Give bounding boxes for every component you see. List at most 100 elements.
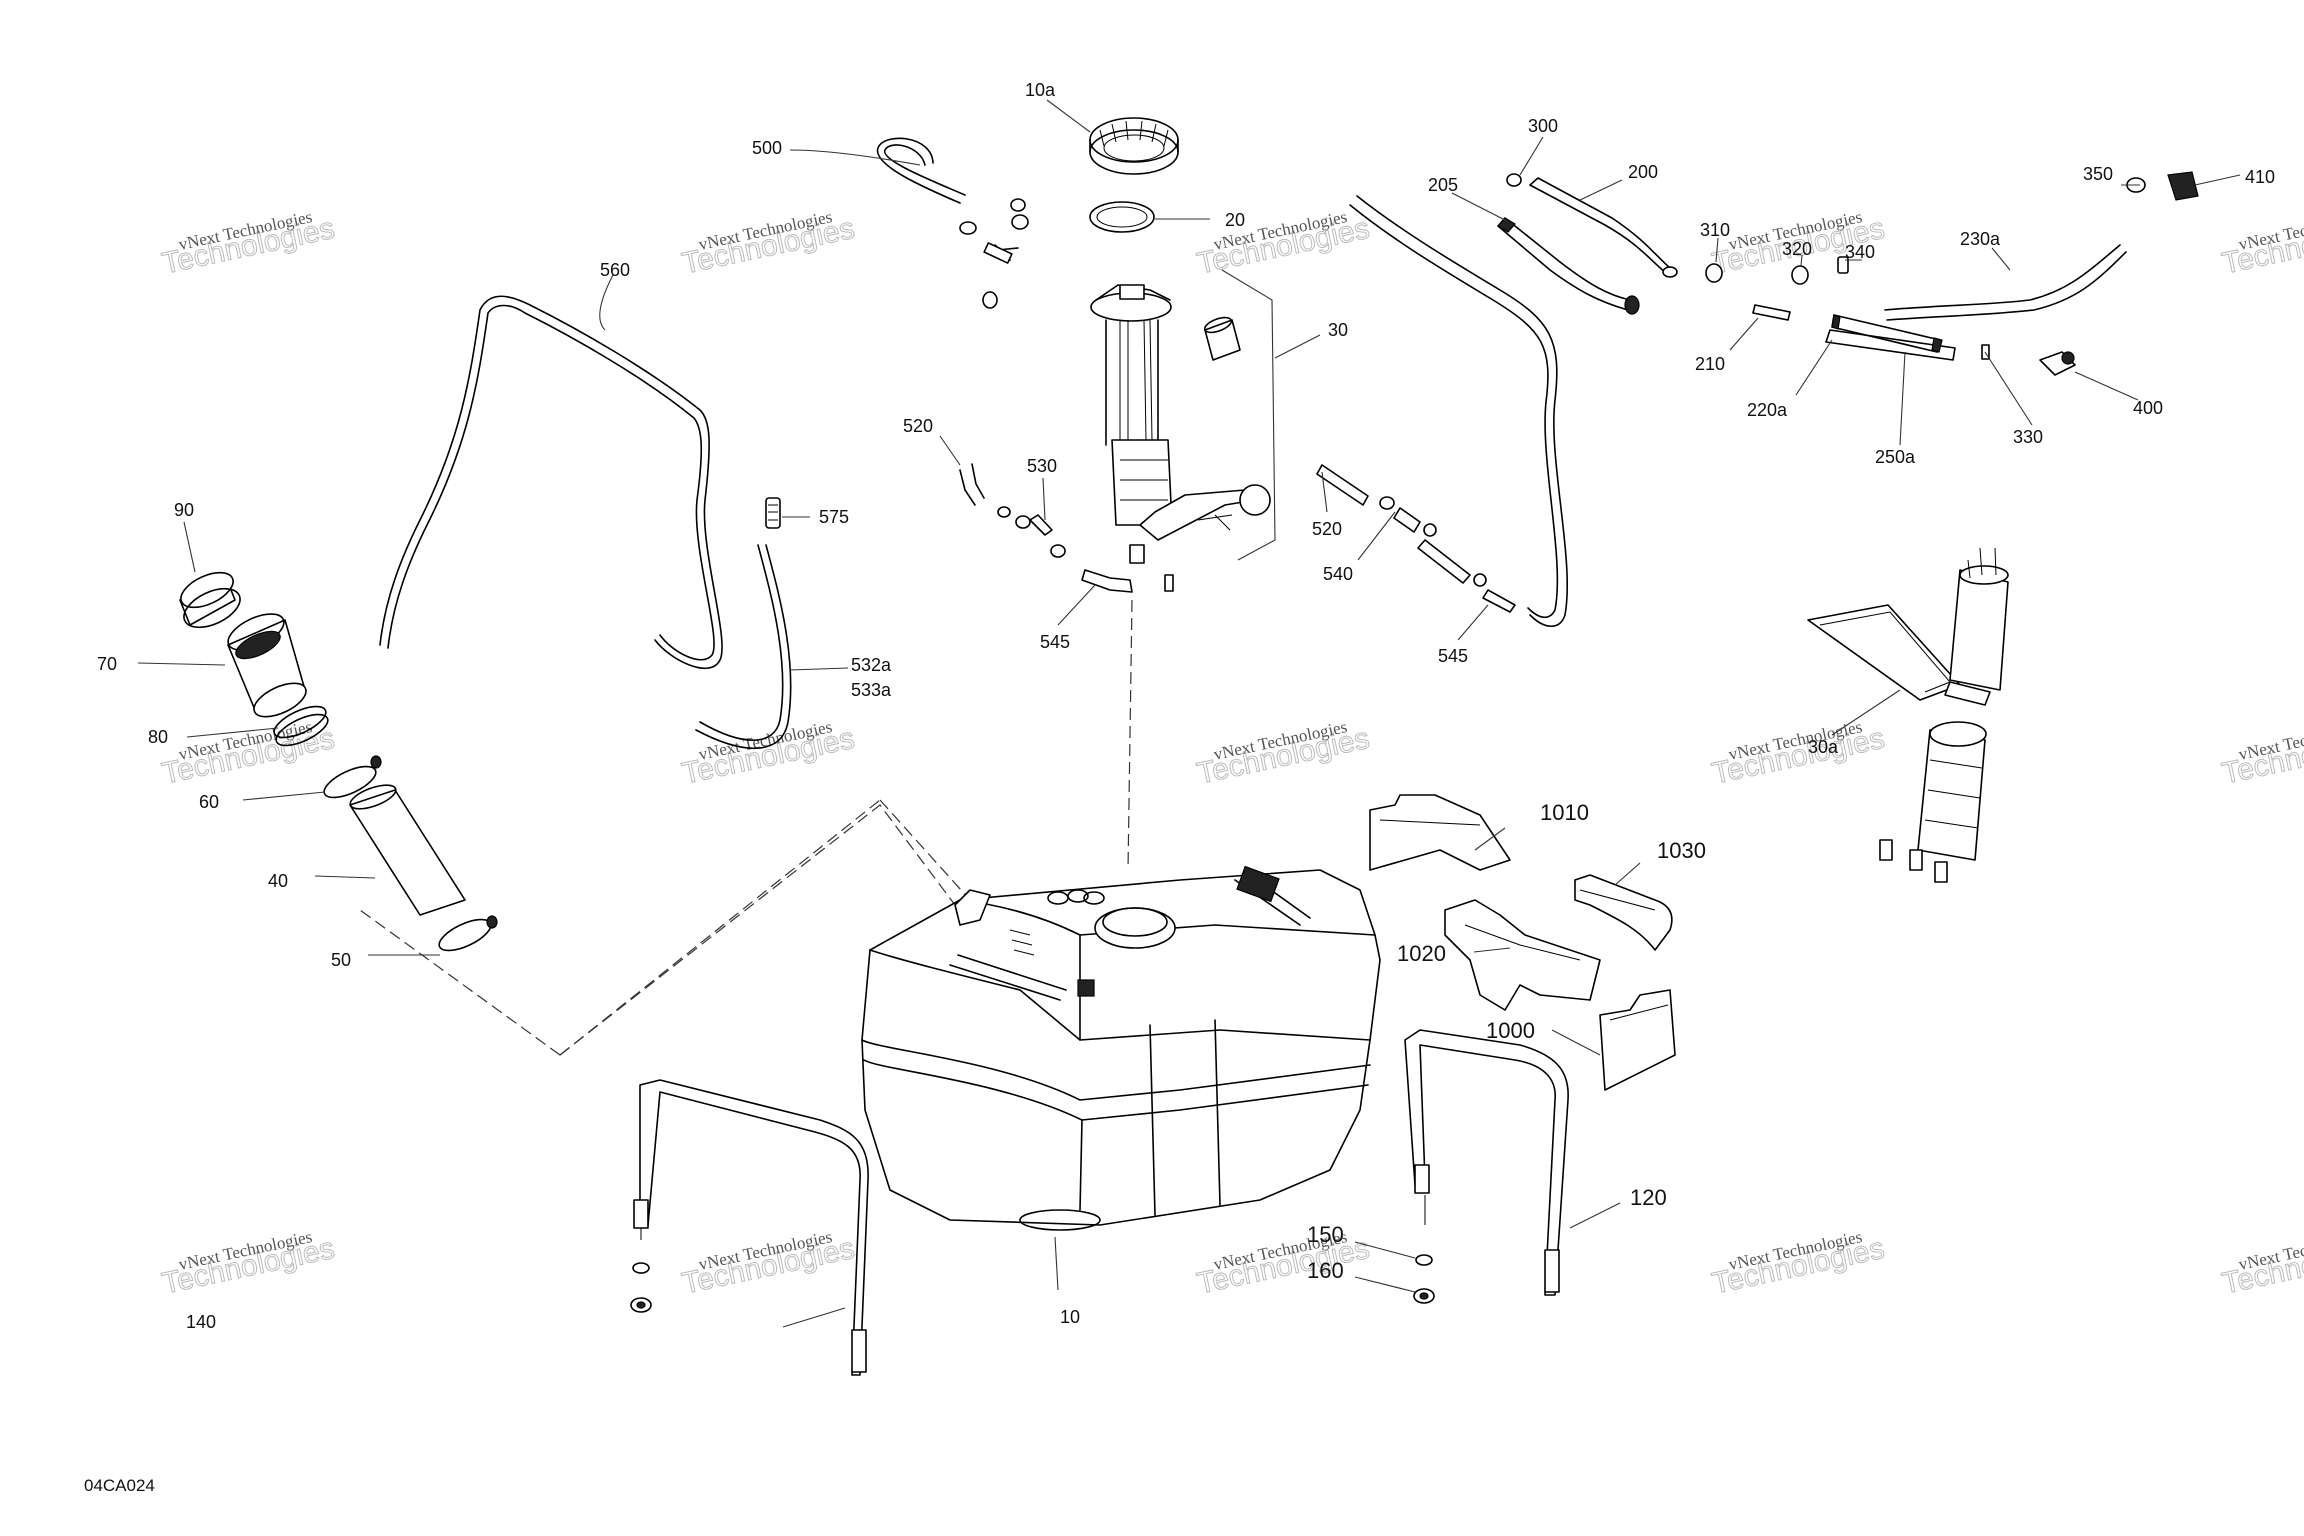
callout-160: 160 bbox=[1307, 1258, 1344, 1283]
part-fuel-pump-assembly[interactable] bbox=[1807, 547, 2009, 883]
part-clamp-60[interactable] bbox=[320, 755, 382, 804]
callout-120: 120 bbox=[1630, 1185, 1667, 1210]
callout-533a: 533a bbox=[851, 680, 892, 700]
watermark: Technologies vNext Technologies bbox=[1709, 1227, 1888, 1301]
callout-labels: 10a 500 20 300 200 205 350 410 310 320 3… bbox=[97, 80, 2275, 1332]
part-heat-shield-1000[interactable] bbox=[1599, 989, 1676, 1091]
part-hose-220a[interactable] bbox=[1825, 329, 1956, 361]
callout-220a: 220a bbox=[1747, 400, 1788, 420]
callout-545-left: 545 bbox=[1040, 632, 1070, 652]
part-hose-500[interactable] bbox=[876, 137, 966, 204]
callout-30a: 30a bbox=[1808, 737, 1839, 757]
watermark: Technologies vNext Technologies bbox=[1194, 717, 1373, 791]
part-hose-520-left[interactable] bbox=[959, 463, 1066, 558]
part-hose-250a[interactable] bbox=[1831, 314, 1943, 353]
part-hose-520-right[interactable] bbox=[1316, 464, 1516, 613]
figure-id: 04CA024 bbox=[84, 1476, 155, 1495]
watermark: Technologies vNext Technologies bbox=[159, 1227, 338, 1301]
part-hose-545-left[interactable] bbox=[1081, 569, 1174, 593]
callout-150: 150 bbox=[1307, 1222, 1344, 1247]
callout-350: 350 bbox=[2083, 164, 2113, 184]
part-strap-right[interactable] bbox=[1404, 1029, 1569, 1304]
part-clamp-320[interactable] bbox=[1791, 265, 1809, 285]
part-filler-hose[interactable] bbox=[347, 780, 466, 916]
callout-520-right: 520 bbox=[1312, 519, 1342, 539]
callout-140: 140 bbox=[186, 1312, 216, 1332]
part-clamp-300[interactable] bbox=[1506, 173, 1522, 187]
part-elbow-400[interactable] bbox=[2039, 351, 2076, 376]
callout-520-left: 520 bbox=[903, 416, 933, 436]
part-fuel-tank[interactable] bbox=[861, 865, 1381, 1231]
callout-532a: 532a bbox=[851, 655, 892, 675]
part-hose-560[interactable] bbox=[379, 295, 723, 670]
leader-lines bbox=[137, 99, 2241, 1328]
watermark: Technologies vNext Technologies bbox=[1194, 207, 1373, 281]
part-fitting-575[interactable] bbox=[765, 497, 781, 529]
callout-540: 540 bbox=[1323, 564, 1353, 584]
callout-90: 90 bbox=[174, 500, 194, 520]
watermark: Technologies vNext Technologies bbox=[679, 1227, 858, 1301]
part-hose-205[interactable] bbox=[1497, 217, 1640, 315]
part-filter-sleeve[interactable] bbox=[1203, 315, 1241, 361]
alignment-line-filler-2 bbox=[559, 804, 956, 1056]
part-filler-neck[interactable] bbox=[223, 607, 311, 724]
part-hose-200[interactable] bbox=[1529, 177, 1678, 278]
part-heat-shield-1020[interactable] bbox=[1444, 899, 1601, 1011]
callout-60: 60 bbox=[199, 792, 219, 812]
callout-1030: 1030 bbox=[1657, 838, 1706, 863]
callout-40: 40 bbox=[268, 871, 288, 891]
watermark: Technologies vNext Technologies bbox=[1194, 1227, 1373, 1301]
part-strap-left[interactable] bbox=[630, 1079, 869, 1376]
callout-80: 80 bbox=[148, 727, 168, 747]
part-hose-532a[interactable] bbox=[695, 544, 792, 749]
part-fitting-210[interactable] bbox=[1752, 304, 1791, 321]
part-hose-clamp-80[interactable] bbox=[270, 700, 332, 752]
callout-230a: 230a bbox=[1960, 229, 2001, 249]
part-fittings-upper[interactable] bbox=[959, 198, 1029, 309]
part-hose-230a[interactable] bbox=[1884, 244, 2127, 321]
part-filler-cap[interactable] bbox=[176, 565, 246, 635]
watermark: Technologies vNext Technologies bbox=[1709, 717, 1888, 791]
callout-545-right: 545 bbox=[1438, 646, 1468, 666]
callout-1020: 1020 bbox=[1397, 941, 1446, 966]
callout-410: 410 bbox=[2245, 167, 2275, 187]
callout-30: 30 bbox=[1328, 320, 1348, 340]
watermark: Technologies vNext Technologies bbox=[159, 207, 338, 281]
watermark: Technologies vNext Technologies bbox=[679, 207, 858, 281]
part-heat-shield-1010[interactable] bbox=[1369, 794, 1511, 871]
leader-30-bracket bbox=[1221, 269, 1276, 561]
part-clamp-50[interactable] bbox=[435, 913, 498, 957]
callout-20: 20 bbox=[1225, 210, 1245, 230]
alignment-line-pump bbox=[1127, 599, 1133, 871]
callout-200: 200 bbox=[1628, 162, 1658, 182]
callout-300: 300 bbox=[1528, 116, 1558, 136]
callout-400: 400 bbox=[2133, 398, 2163, 418]
part-fuel-pump-module[interactable] bbox=[1090, 284, 1271, 564]
alignment-line-filler bbox=[359, 799, 971, 1056]
part-lock-ring[interactable] bbox=[1089, 117, 1179, 175]
callout-250a: 250a bbox=[1875, 447, 1916, 467]
callout-500: 500 bbox=[752, 138, 782, 158]
part-heat-shield-1030[interactable] bbox=[1574, 874, 1673, 951]
callout-210: 210 bbox=[1695, 354, 1725, 374]
callout-310: 310 bbox=[1700, 220, 1730, 240]
watermark: Technologies vNext Technologies bbox=[2219, 717, 2304, 791]
callout-10a: 10a bbox=[1025, 80, 1056, 100]
callout-10: 10 bbox=[1060, 1307, 1080, 1327]
part-clamp-310[interactable] bbox=[1705, 263, 1723, 283]
leader-10 bbox=[1054, 1236, 1059, 1291]
part-connector-410[interactable] bbox=[2167, 171, 2199, 201]
watermark: Technologies vNext Technologies bbox=[159, 717, 338, 791]
callout-1000: 1000 bbox=[1486, 1018, 1535, 1043]
callout-340: 340 bbox=[1845, 242, 1875, 262]
part-hose-return[interactable] bbox=[1349, 195, 1568, 628]
callout-575: 575 bbox=[819, 507, 849, 527]
callout-330: 330 bbox=[2013, 427, 2043, 447]
callout-1010: 1010 bbox=[1540, 800, 1589, 825]
part-clip-340[interactable] bbox=[1837, 256, 1849, 274]
callout-530: 530 bbox=[1027, 456, 1057, 476]
callout-50: 50 bbox=[331, 950, 351, 970]
watermark: Technologies vNext Technologies bbox=[2219, 207, 2304, 281]
part-gasket[interactable] bbox=[1089, 201, 1155, 233]
